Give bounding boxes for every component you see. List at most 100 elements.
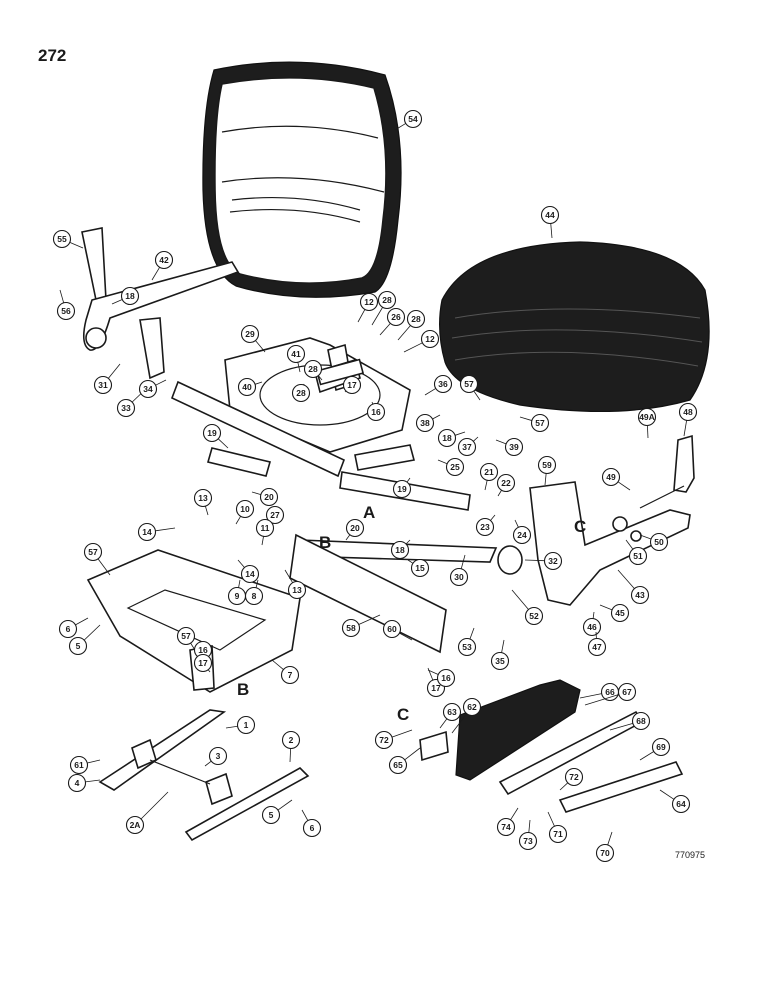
callout: 27	[261, 505, 285, 533]
callout: 6	[58, 617, 89, 639]
svg-text:4: 4	[75, 778, 80, 788]
callout: 14	[137, 522, 176, 542]
leader-line	[617, 481, 631, 491]
ref-letter-b: B	[237, 680, 249, 699]
callout: 71	[547, 811, 568, 844]
callout: 19	[392, 477, 412, 499]
svg-text:44: 44	[545, 210, 555, 220]
leader-line	[528, 819, 531, 833]
svg-text:42: 42	[159, 255, 169, 265]
svg-text:64: 64	[676, 799, 686, 809]
leader-line	[559, 782, 569, 791]
ref-letter-c: C	[574, 517, 586, 536]
seat-back-bracket	[81, 227, 240, 380]
callout: 63	[439, 702, 462, 729]
leader-line	[238, 579, 241, 588]
leader-line	[617, 569, 635, 589]
leader-line	[205, 506, 209, 516]
svg-text:57: 57	[464, 379, 474, 389]
leader-line	[511, 589, 529, 610]
callout: 28	[291, 383, 311, 403]
svg-text:18: 18	[442, 433, 452, 443]
svg-text:2A: 2A	[130, 820, 141, 830]
svg-text:5: 5	[269, 810, 274, 820]
svg-text:57: 57	[181, 631, 191, 641]
callout: 10	[235, 499, 255, 525]
callout: 69	[639, 737, 671, 761]
svg-text:22: 22	[501, 478, 511, 488]
callout: 6	[301, 809, 322, 838]
leader-line	[397, 325, 411, 341]
svg-text:66: 66	[605, 687, 615, 697]
svg-text:45: 45	[615, 608, 625, 618]
leader-line	[659, 789, 675, 800]
leader-line	[345, 534, 351, 541]
svg-text:47: 47	[592, 642, 602, 652]
leader-line	[524, 559, 545, 562]
callout: 25	[437, 457, 465, 477]
leader-line	[451, 713, 468, 734]
leader-line	[85, 779, 101, 783]
svg-text:52: 52	[529, 611, 539, 621]
leader-line	[97, 558, 111, 576]
leader-line	[301, 809, 309, 821]
leader-line	[254, 381, 263, 385]
callout: 49	[601, 467, 631, 491]
callout: 16	[427, 668, 456, 688]
callout: 41	[286, 344, 306, 373]
callout: 68	[609, 711, 651, 731]
svg-text:34: 34	[143, 384, 153, 394]
leader-line	[437, 459, 448, 465]
svg-text:60: 60	[387, 624, 397, 634]
leader-line	[69, 241, 84, 249]
svg-text:20: 20	[264, 492, 274, 502]
leader-line	[550, 223, 553, 239]
callout: 57	[83, 542, 111, 576]
leader-line	[683, 420, 687, 437]
leader-line	[647, 425, 649, 439]
leader-line	[607, 831, 613, 846]
callout: 9	[227, 579, 247, 606]
svg-text:8: 8	[252, 591, 257, 601]
svg-text:68: 68	[636, 716, 646, 726]
callout: 1	[225, 715, 256, 735]
svg-text:58: 58	[346, 623, 356, 633]
svg-text:2: 2	[289, 735, 294, 745]
svg-text:57: 57	[535, 418, 545, 428]
svg-text:71: 71	[553, 829, 563, 839]
svg-text:40: 40	[242, 382, 252, 392]
leader-line	[225, 725, 238, 729]
svg-text:17: 17	[198, 658, 208, 668]
leader-line	[424, 388, 436, 396]
callout: 28	[371, 290, 397, 326]
svg-text:24: 24	[517, 530, 527, 540]
leader-line	[490, 514, 496, 521]
svg-text:61: 61	[74, 760, 84, 770]
callout: 2	[281, 730, 301, 763]
leader-line	[407, 559, 414, 564]
leader-line	[371, 307, 383, 326]
leader-line	[255, 579, 259, 588]
leader-line	[399, 632, 413, 641]
callout: 14	[237, 559, 260, 584]
callout: 51	[625, 539, 648, 566]
svg-text:73: 73	[523, 836, 533, 846]
callout: 16	[366, 401, 386, 422]
svg-text:12: 12	[364, 297, 374, 307]
svg-text:28: 28	[382, 295, 392, 305]
callout: 35	[490, 639, 510, 671]
callout: 19	[202, 423, 229, 449]
callout: 53	[457, 627, 477, 657]
leader-line	[495, 439, 507, 445]
svg-text:49A: 49A	[639, 412, 655, 422]
svg-text:19: 19	[207, 428, 217, 438]
callout: 59	[537, 455, 557, 486]
svg-text:18: 18	[125, 291, 135, 301]
page-number: 272	[38, 46, 67, 65]
callout: 57	[519, 413, 550, 433]
svg-text:62: 62	[467, 702, 477, 712]
leader-line	[271, 659, 284, 670]
leader-line	[473, 436, 479, 442]
callout: 11	[255, 518, 275, 546]
seat-cushion	[439, 241, 710, 413]
